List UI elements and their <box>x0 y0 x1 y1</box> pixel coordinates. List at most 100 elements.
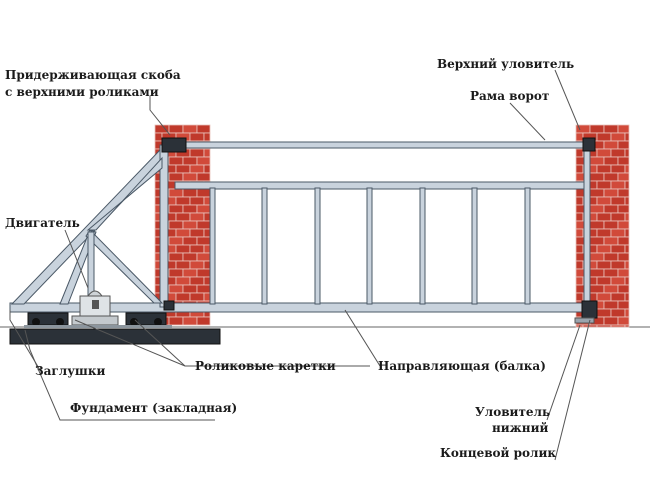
brick <box>624 228 630 238</box>
brick <box>589 236 605 246</box>
brick <box>596 244 612 254</box>
brick <box>168 220 184 230</box>
end-roller <box>581 300 598 319</box>
brick <box>175 212 191 222</box>
brick <box>168 204 184 214</box>
brick <box>596 292 612 302</box>
brick <box>610 132 626 142</box>
brick <box>610 148 626 158</box>
brick <box>610 308 626 318</box>
brick <box>617 284 630 294</box>
leader-lines <box>9 69 591 461</box>
brick <box>610 324 626 328</box>
brick <box>582 324 598 328</box>
brick <box>617 316 630 326</box>
brick <box>189 260 205 270</box>
brick <box>596 212 612 222</box>
brick <box>617 236 630 246</box>
brick <box>575 132 584 142</box>
label-roller-carriages: Роликовые каретки <box>195 359 336 373</box>
brick <box>610 244 626 254</box>
brick <box>624 292 630 302</box>
brick <box>168 236 184 246</box>
brick <box>617 124 630 134</box>
brick <box>624 196 630 206</box>
label-foundation: Фундамент (закладная) <box>70 401 237 415</box>
brick <box>610 292 626 302</box>
frame-vertical <box>471 187 478 305</box>
brick <box>203 244 211 254</box>
brick <box>203 212 211 222</box>
brick <box>624 308 630 318</box>
brick <box>196 204 211 214</box>
brick <box>189 164 205 174</box>
brick <box>575 244 584 254</box>
brick <box>617 300 630 310</box>
frame-vertical <box>524 187 531 305</box>
top-roller-bracket <box>161 137 187 153</box>
carriage-plate <box>24 325 172 328</box>
brick <box>603 204 619 214</box>
brick <box>624 260 630 270</box>
brick <box>182 284 198 294</box>
brick <box>624 180 630 190</box>
brick <box>624 276 630 286</box>
brick <box>617 140 630 150</box>
brick <box>168 284 184 294</box>
frame-vertical <box>314 187 321 305</box>
brick <box>596 228 612 238</box>
brick <box>603 172 619 182</box>
brick <box>589 252 605 262</box>
brick <box>603 236 619 246</box>
brick <box>603 252 619 262</box>
brick <box>603 156 619 166</box>
brick <box>203 276 211 286</box>
brick <box>603 284 619 294</box>
brick <box>182 188 198 198</box>
brick <box>603 316 619 326</box>
brick <box>575 292 584 302</box>
brick <box>603 188 619 198</box>
frame-vertical <box>419 187 426 305</box>
brick <box>189 212 205 222</box>
brick <box>596 164 612 174</box>
brick <box>196 220 211 230</box>
brick <box>203 148 211 158</box>
brick <box>589 172 605 182</box>
brick <box>168 124 184 134</box>
frame-vertical <box>261 187 268 305</box>
brick <box>168 316 184 326</box>
roller-carriage-right <box>125 312 167 326</box>
brick <box>617 156 630 166</box>
label-motor: Двигатель <box>5 216 80 230</box>
brick <box>182 316 198 326</box>
label-bracket-line2: с верхними роликами <box>5 85 159 99</box>
brick <box>203 164 211 174</box>
brick <box>175 292 191 302</box>
brick <box>189 148 205 158</box>
right-brick-pillar <box>575 124 630 328</box>
brick <box>575 148 584 158</box>
brick <box>189 228 205 238</box>
brick <box>168 156 184 166</box>
brick <box>610 164 626 174</box>
brick <box>589 284 605 294</box>
brick <box>168 188 184 198</box>
brick <box>189 276 205 286</box>
brick <box>182 124 198 134</box>
brick <box>603 268 619 278</box>
brick <box>203 196 211 206</box>
brick <box>596 276 612 286</box>
brick <box>175 276 191 286</box>
brick <box>575 276 584 286</box>
label-plugs: Заглушки <box>35 364 105 378</box>
brick <box>589 124 605 134</box>
brick <box>196 316 211 326</box>
brick <box>575 164 584 174</box>
brick <box>617 172 630 182</box>
brick <box>617 188 630 198</box>
brick <box>603 140 619 150</box>
brick <box>175 164 191 174</box>
brick <box>575 260 584 270</box>
brick <box>603 220 619 230</box>
